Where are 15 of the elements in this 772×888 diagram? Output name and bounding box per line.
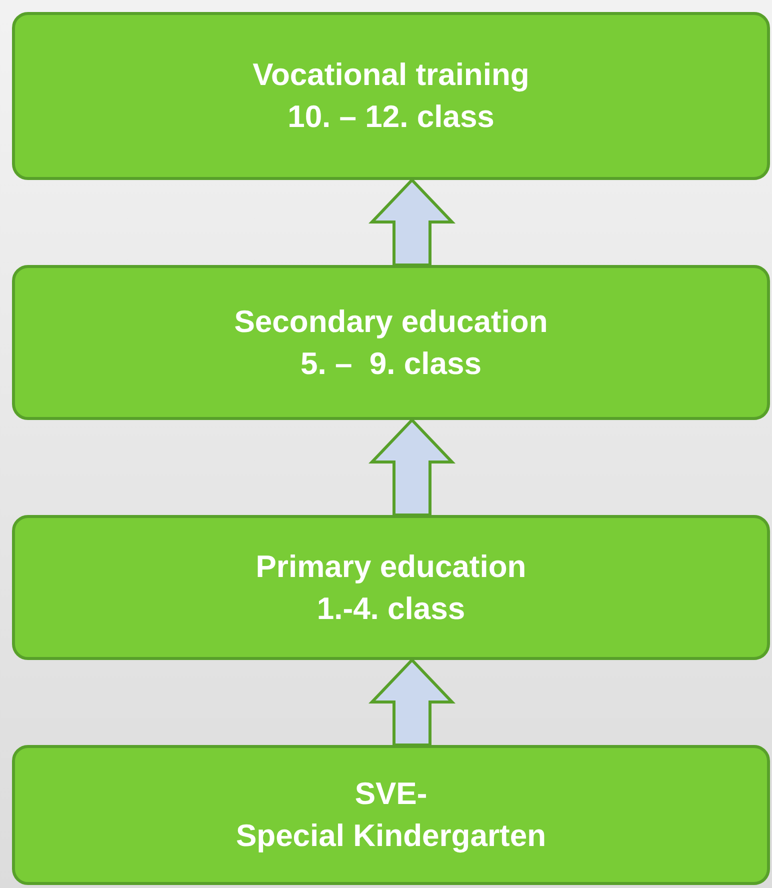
box-title: Secondary education — [234, 302, 548, 340]
process-box — [12, 745, 770, 885]
box-title: Primary education — [256, 548, 526, 586]
box-title: SVE- — [354, 775, 428, 813]
box-subtitle: 1.-4. class — [316, 590, 466, 628]
block-arrow — [368, 178, 456, 266]
process-box — [12, 515, 770, 660]
process-box — [12, 12, 770, 180]
process-box — [12, 265, 770, 420]
box-title: Vocational training — [252, 56, 530, 94]
box-subtitle: Special Kindergarten — [236, 817, 546, 855]
box-subtitle: 10. – 12. class — [288, 98, 494, 136]
block-arrow — [368, 418, 456, 516]
box-subtitle: 5. – 9. class — [300, 344, 482, 382]
block-arrow — [368, 658, 456, 746]
